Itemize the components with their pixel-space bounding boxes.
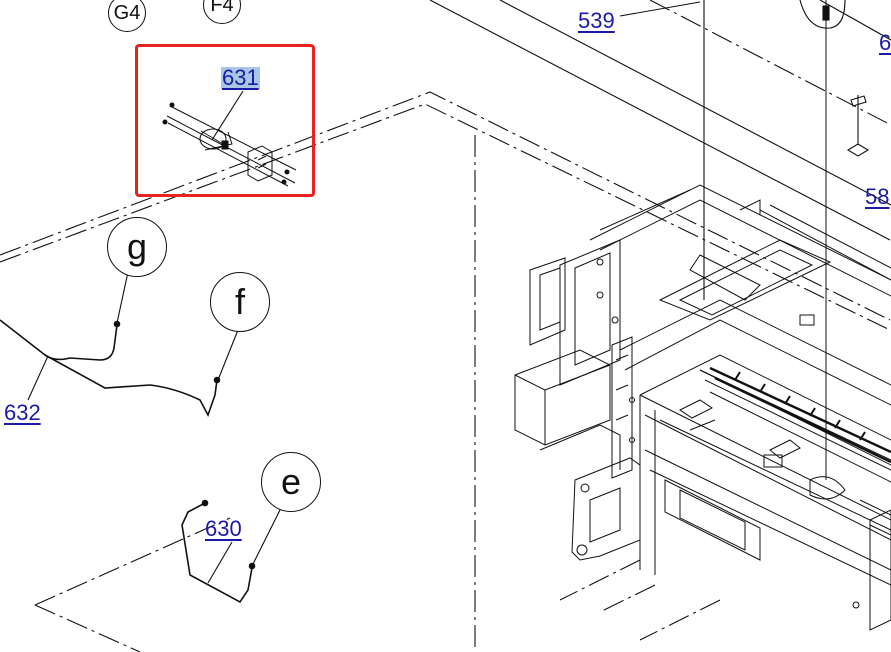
connector-f-label: f bbox=[234, 281, 245, 322]
connector-g4-label: G4 bbox=[113, 1, 141, 24]
connector-g4-circle: G4 bbox=[108, 0, 146, 32]
highlight-box-631 bbox=[135, 44, 315, 197]
leader-f bbox=[217, 329, 239, 381]
leader-630 bbox=[207, 541, 233, 584]
part-ref-632[interactable]: 632 bbox=[4, 400, 41, 425]
leader-e bbox=[251, 509, 281, 567]
leader-g bbox=[116, 271, 129, 324]
part-ref-631[interactable]: 631 bbox=[221, 65, 260, 90]
part-ref-539[interactable]: 539 bbox=[578, 8, 615, 33]
connector-f-circle: f bbox=[210, 272, 270, 332]
section-boundary-upper bbox=[0, 91, 891, 321]
connector-g-circle: g bbox=[107, 217, 167, 277]
part-ref-58[interactable]: 58 bbox=[865, 184, 890, 209]
part-ref-630[interactable]: 630 bbox=[205, 516, 242, 541]
connector-e-label: e bbox=[280, 461, 302, 502]
part-632-shape bbox=[0, 319, 221, 417]
section-boundary-upper-inner bbox=[0, 103, 891, 331]
part-631-shape bbox=[162, 102, 297, 187]
leader-631 bbox=[211, 90, 244, 141]
leader-632 bbox=[27, 355, 49, 401]
leader-539 bbox=[619, 1, 701, 17]
chassis-assembly-shape bbox=[514, 184, 891, 631]
connector-g-label: g bbox=[126, 226, 148, 267]
part-ref-6[interactable]: 6 bbox=[879, 30, 891, 55]
part-630-shape bbox=[181, 499, 256, 604]
connector-f4-label: F4 bbox=[210, 0, 234, 16]
connector-e-circle: e bbox=[261, 452, 321, 512]
